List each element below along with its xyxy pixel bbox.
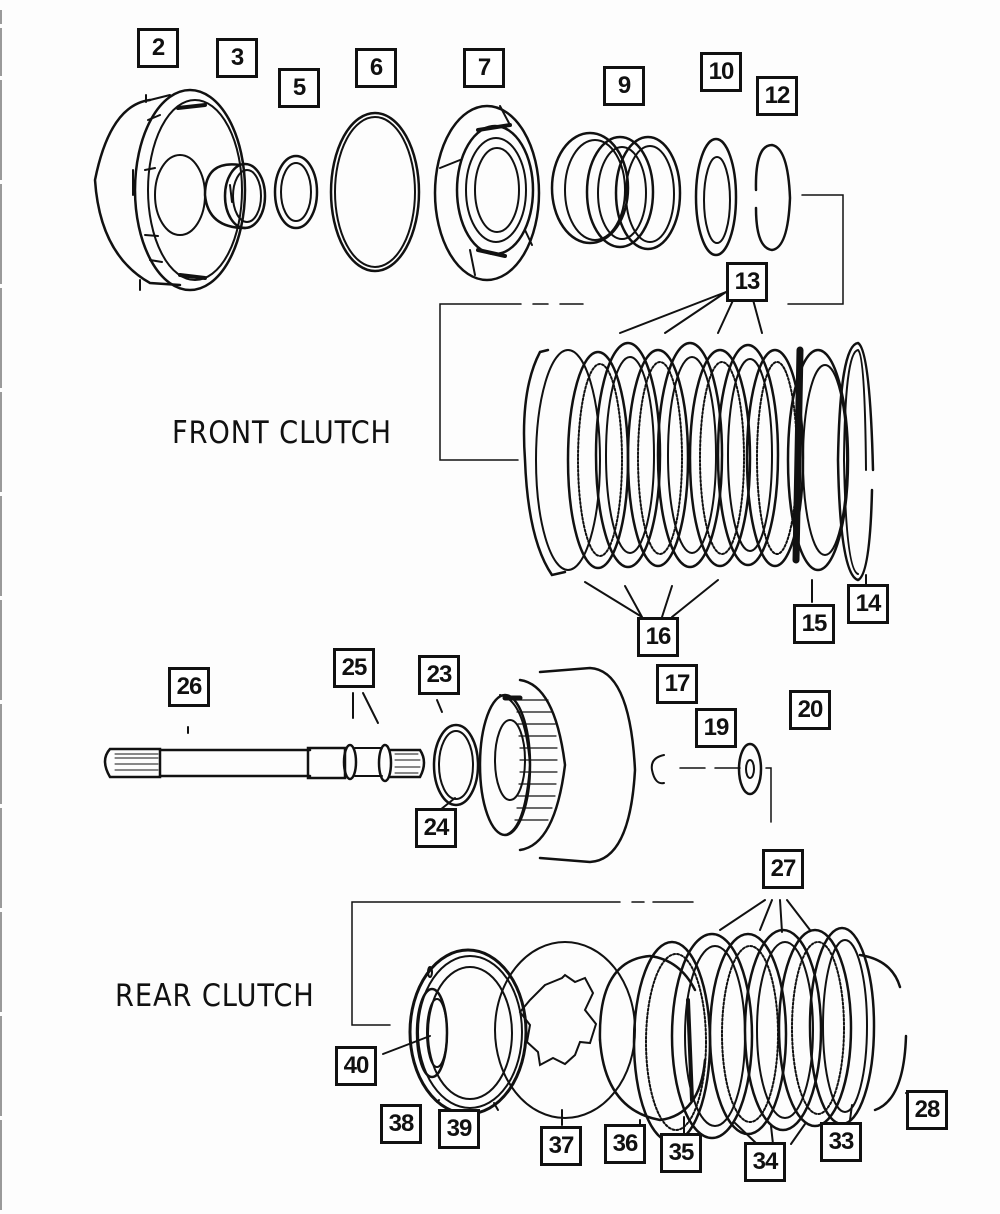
callout-25[interactable]: 25 <box>333 648 375 688</box>
part-23-thrust-washer[interactable] <box>432 723 480 807</box>
part-12-snap-ring[interactable] <box>754 143 792 252</box>
callout-9[interactable]: 9 <box>603 66 645 106</box>
callout-20[interactable]: 20 <box>789 690 831 730</box>
part-20-alignment-line <box>679 767 772 823</box>
page-edge-segment <box>0 912 2 1012</box>
part-5-seal[interactable] <box>273 154 319 230</box>
callout-35[interactable]: 35 <box>660 1133 702 1173</box>
rear-clutch-label: REAR CLUTCH <box>115 978 315 1014</box>
callout-15[interactable]: 15 <box>793 604 835 644</box>
part-36-wave-spring[interactable] <box>598 954 707 1122</box>
front-group-bracket <box>439 194 844 461</box>
part-10-retainer[interactable] <box>694 137 738 257</box>
callout-38[interactable]: 38 <box>380 1104 422 1144</box>
part-6-seal[interactable] <box>329 111 421 273</box>
callout-37[interactable]: 37 <box>540 1126 582 1166</box>
page-edge-segment <box>0 392 2 492</box>
callout-23[interactable]: 23 <box>418 655 460 695</box>
callout-19[interactable]: 19 <box>695 708 737 748</box>
page-edge-segment <box>0 1016 2 1116</box>
front-clutch-label: FRONT CLUTCH <box>172 415 392 451</box>
callout-24[interactable]: 24 <box>415 808 457 848</box>
callout-39[interactable]: 39 <box>438 1109 480 1149</box>
page-edge-segment <box>0 184 2 284</box>
part-40-rear-piston[interactable] <box>408 948 528 1116</box>
callout-27[interactable]: 27 <box>762 849 804 889</box>
callout-3[interactable]: 3 <box>216 38 258 78</box>
callout-7[interactable]: 7 <box>463 48 505 88</box>
page-edge-segment <box>0 704 2 804</box>
page-edge-segment <box>0 10 2 24</box>
part-3-hub[interactable] <box>203 162 267 230</box>
page-edge-segment <box>0 808 2 908</box>
part-24-rear-retainer[interactable] <box>478 666 637 864</box>
page-edge-segment <box>0 600 2 700</box>
part-7-piston[interactable] <box>433 104 541 282</box>
callout-33[interactable]: 33 <box>820 1122 862 1162</box>
callout-28[interactable]: 28 <box>906 1090 948 1130</box>
callout-34[interactable]: 34 <box>744 1142 786 1182</box>
part-20-washer[interactable] <box>737 742 763 796</box>
callout-14[interactable]: 14 <box>847 584 889 624</box>
middle-leader-lines <box>187 692 456 815</box>
rear-group-bracket <box>351 901 694 1026</box>
part-2-clutch-retainer[interactable] <box>93 88 247 292</box>
part-19-snap-ring[interactable] <box>650 754 665 785</box>
page-edge-segment <box>0 496 2 596</box>
callout-12[interactable]: 12 <box>756 76 798 116</box>
callout-16[interactable]: 16 <box>637 617 679 657</box>
callout-6[interactable]: 6 <box>355 48 397 88</box>
page-edge-segment <box>0 28 2 76</box>
callout-36[interactable]: 36 <box>604 1124 646 1164</box>
front-clutch-pack[interactable] <box>522 341 875 582</box>
callout-5[interactable]: 5 <box>278 68 320 108</box>
part-26-input-shaft[interactable] <box>103 743 426 783</box>
part-9-spring[interactable] <box>550 131 682 251</box>
callout-2[interactable]: 2 <box>137 28 179 68</box>
page-edge-segment <box>0 80 2 180</box>
callout-26[interactable]: 26 <box>168 667 210 707</box>
rear-clutch-pack[interactable] <box>632 926 908 1144</box>
callout-13[interactable]: 13 <box>726 262 768 302</box>
page-edge-segment <box>0 1120 2 1210</box>
callout-10[interactable]: 10 <box>700 52 742 92</box>
front-pack-leader-lines <box>584 291 867 618</box>
callout-40[interactable]: 40 <box>335 1046 377 1086</box>
page-edge-segment <box>0 288 2 388</box>
callout-17[interactable]: 17 <box>656 664 698 704</box>
